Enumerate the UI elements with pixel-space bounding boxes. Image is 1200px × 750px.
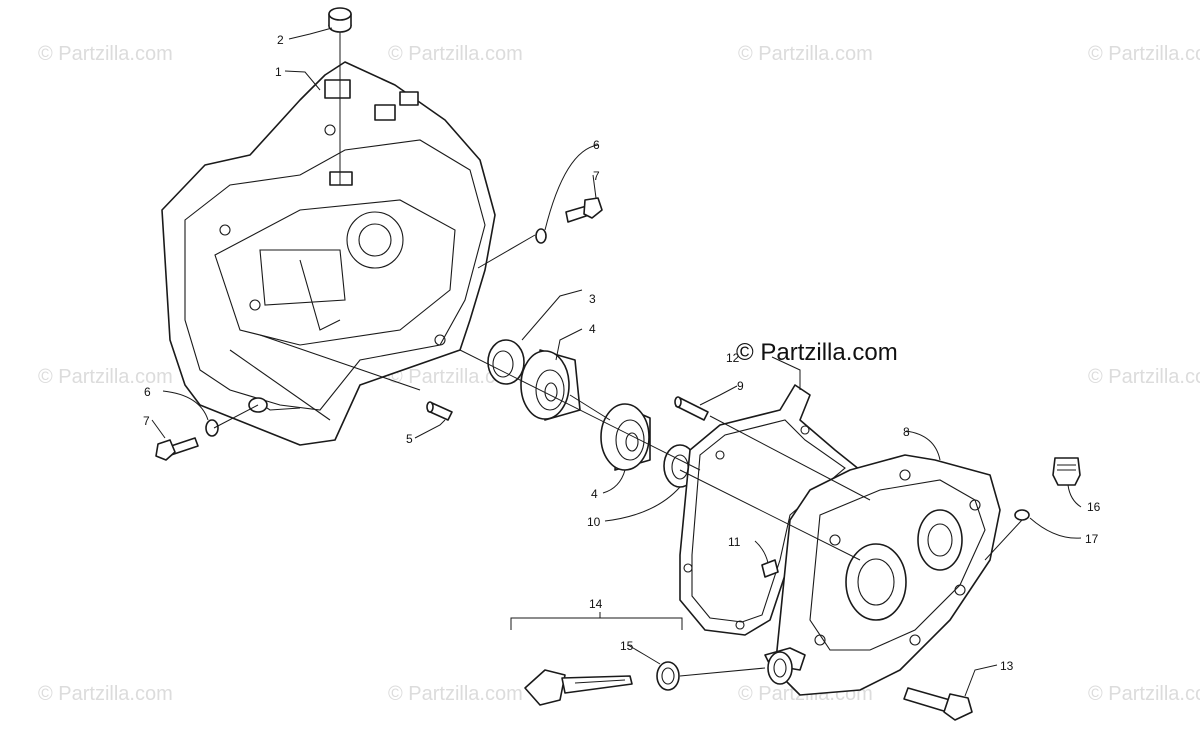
- dipstick-part: [524, 669, 633, 706]
- callout-label: 17: [1085, 532, 1099, 546]
- dowel-pin-part: [674, 396, 709, 421]
- crankcase-part: [161, 61, 496, 446]
- callout-label: 9: [737, 379, 744, 393]
- brand-watermark: © Partzilla.com: [736, 339, 898, 366]
- bolt-part: [903, 687, 973, 721]
- washer-part: [535, 228, 547, 244]
- bearing-part: [520, 349, 581, 421]
- watermark-text: © Partzilla.com: [1088, 683, 1200, 705]
- callout-label: 5: [406, 432, 413, 446]
- dowel-pin-part: [426, 401, 453, 421]
- watermark-text: © Partzilla.com: [38, 683, 173, 705]
- gasket-part: [679, 384, 861, 636]
- callout-label: 8: [903, 425, 910, 439]
- callout-label: 13: [1000, 659, 1014, 673]
- callout-label: 10: [587, 515, 601, 529]
- watermark-text: © Partzilla.com: [388, 683, 523, 705]
- callout-label: 16: [1087, 500, 1101, 514]
- watermark-text: © Partzilla.com: [38, 366, 173, 388]
- bearing-part: [600, 403, 651, 471]
- drain-plug-part: [1052, 457, 1081, 486]
- o-ring-part: [1014, 509, 1030, 521]
- oil-seal-part: [487, 339, 525, 385]
- callout-labels: 2 1 3 4 6 7 6 7 5 4 10 9 12 8 11 16 17 1…: [143, 33, 1101, 673]
- dowel-part: [328, 7, 352, 185]
- washer-part: [205, 419, 219, 437]
- watermark-text: © Partzilla.com: [388, 43, 523, 65]
- o-ring-part: [656, 661, 680, 691]
- callout-label: 1: [275, 65, 282, 79]
- plug-part: [761, 559, 779, 578]
- callout-label: 14: [589, 597, 603, 611]
- callout-label: 3: [589, 292, 596, 306]
- callout-label: 15: [620, 639, 634, 653]
- watermark-text: © Partzilla.com: [38, 43, 173, 65]
- callout-label: 7: [593, 169, 600, 183]
- watermark-text: © Partzilla.com: [1088, 366, 1200, 388]
- bolt-part: [565, 197, 603, 223]
- callout-label: 12: [726, 351, 740, 365]
- bolt-part: [155, 437, 199, 461]
- leader-lines: [151, 27, 1082, 697]
- callout-label: 2: [277, 33, 284, 47]
- crankcase-cover-part: [764, 454, 1001, 696]
- callout-label: 6: [593, 138, 600, 152]
- callout-label: 11: [728, 535, 741, 549]
- callout-label: 7: [143, 414, 150, 428]
- callout-label: 4: [589, 322, 596, 336]
- watermark-text: © Partzilla.com: [1088, 43, 1200, 65]
- callout-label: 6: [144, 385, 151, 399]
- watermark-layer: © Partzilla.com © Partzilla.com © Partzi…: [38, 43, 1200, 705]
- watermark-text: © Partzilla.com: [738, 43, 873, 65]
- callout-label: 4: [591, 487, 598, 501]
